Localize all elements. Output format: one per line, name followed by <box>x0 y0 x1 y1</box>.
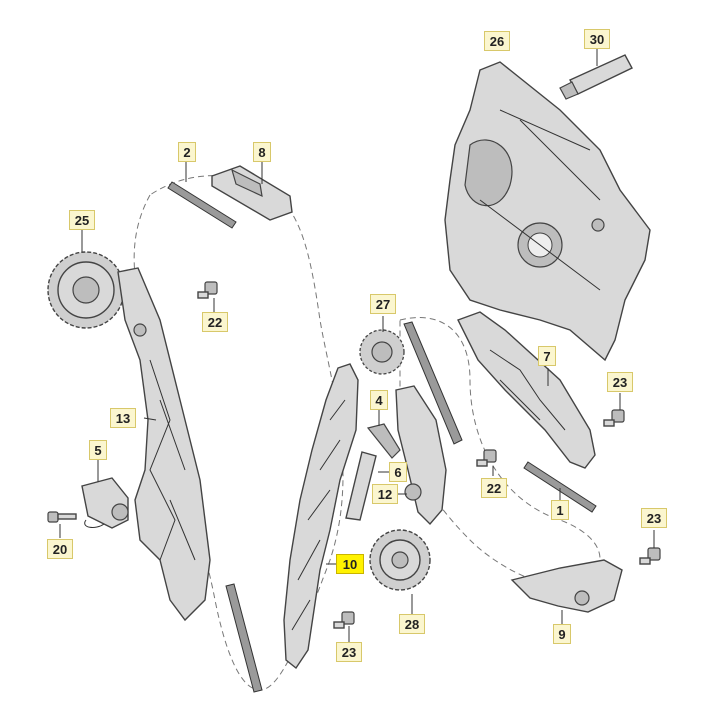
part-9-bracket <box>510 559 623 624</box>
part-12-guide <box>395 385 447 526</box>
part-23-bolt-right <box>603 393 625 427</box>
callout-6: 6 <box>389 462 407 482</box>
callout-5: 5 <box>89 440 107 460</box>
callout-12: 12 <box>372 484 398 504</box>
part-27-small-sprocket <box>359 316 405 375</box>
callout-23-bottom: 23 <box>336 642 362 662</box>
chain-segment-lower <box>225 583 263 693</box>
callout-20: 20 <box>47 539 73 559</box>
callout-8: 8 <box>253 142 271 162</box>
part-1-chain-segment <box>523 461 597 513</box>
part-22-bolt-upper <box>197 281 218 312</box>
part-26-cover-plate <box>444 61 651 362</box>
callout-22-upper: 22 <box>202 312 228 332</box>
part-20-bolt <box>47 511 77 538</box>
callout-4: 4 <box>370 390 388 410</box>
callout-28: 28 <box>399 614 425 634</box>
part-28-double-sprocket <box>369 529 431 614</box>
part-4-tensioner <box>366 410 401 459</box>
part-5-tensioner-assembly <box>81 460 129 529</box>
callout-10-highlighted: 10 <box>336 554 364 574</box>
chain-segment-vertical <box>403 321 463 445</box>
callout-2: 2 <box>178 142 196 162</box>
callout-1: 1 <box>551 500 569 520</box>
part-23-bolt-far-right <box>639 530 661 565</box>
callout-27: 27 <box>370 294 396 314</box>
part-7-guide-rail-right <box>457 311 596 469</box>
part-30-sealant-tube <box>559 47 633 100</box>
callout-30: 30 <box>584 29 610 49</box>
part-13-tensioner-rail <box>117 267 211 622</box>
callout-25: 25 <box>69 210 95 230</box>
callout-23-right: 23 <box>607 372 633 392</box>
part-6-pin <box>345 451 390 521</box>
part-8-guide-rail <box>211 162 293 221</box>
part-2-chain-segment <box>167 162 237 229</box>
part-10-guide-rail-center <box>283 363 359 670</box>
callout-26: 26 <box>484 31 510 51</box>
part-25-sprocket <box>47 230 125 329</box>
callout-13: 13 <box>110 408 136 428</box>
callout-23-far-right: 23 <box>641 508 667 528</box>
part-22-bolt-lower <box>476 449 497 476</box>
callout-22-lower: 22 <box>481 478 507 498</box>
callout-9: 9 <box>553 624 571 644</box>
callout-7: 7 <box>538 346 556 366</box>
part-23-bolt-bottom <box>333 611 355 642</box>
